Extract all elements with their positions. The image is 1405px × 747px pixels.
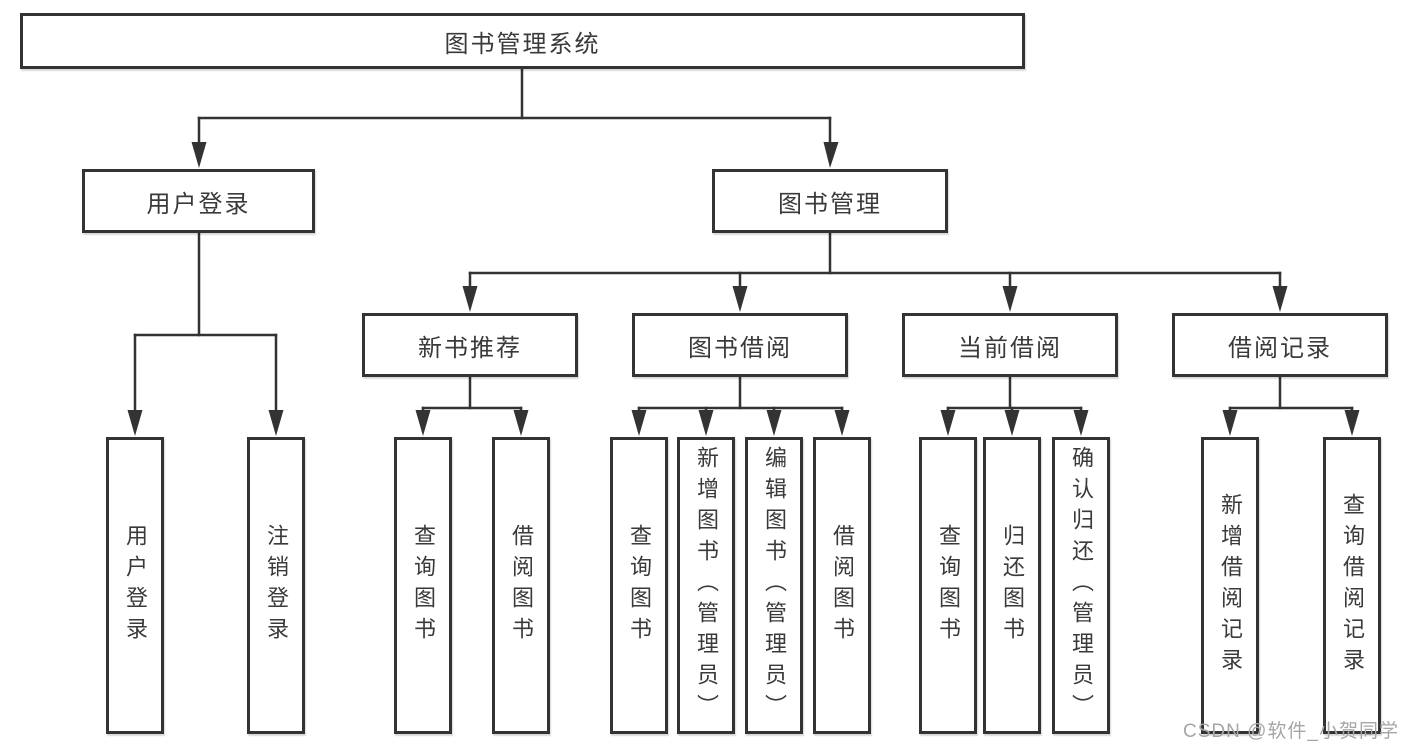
node-borrow-records-label: 借阅记录 [1228,334,1332,362]
leaf-query-books-borrow: 查询图书 [610,437,668,734]
node-book-management-label: 图书管理 [778,190,882,218]
leaf-user-login-label: 用户登录 [123,523,148,648]
leaf-return-book-label: 归还图书 [1000,523,1025,648]
leaf-logout-label: 注销登录 [264,523,289,648]
node-new-book-recommend-label: 新书推荐 [418,334,522,362]
node-book-borrow: 图书借阅 [632,313,848,377]
leaf-confirm-return-admin: 确认归还（管理员） [1052,437,1110,734]
node-library-management-system-label: 图书管理系统 [444,30,601,58]
node-book-borrow-label: 图书借阅 [688,334,792,362]
node-book-management: 图书管理 [712,169,948,233]
leaf-user-login: 用户登录 [106,437,164,734]
leaf-query-books-recommend: 查询图书 [394,437,452,734]
leaf-query-books-recommend-label: 查询图书 [411,523,436,648]
node-current-borrow-label: 当前借阅 [958,334,1062,362]
node-library-management-system: 图书管理系统 [20,13,1025,69]
node-user-login: 用户登录 [82,169,315,233]
leaf-edit-book-admin-label: 编辑图书（管理员） [762,446,787,725]
leaf-confirm-return-admin-label: 确认归还（管理员） [1069,446,1094,725]
leaf-borrow-books: 借阅图书 [813,437,871,734]
leaf-borrow-books-recommend: 借阅图书 [492,437,550,734]
node-current-borrow: 当前借阅 [902,313,1118,377]
leaf-query-books-borrow-label: 查询图书 [627,523,652,648]
node-borrow-records: 借阅记录 [1172,313,1388,377]
leaf-logout: 注销登录 [247,437,305,734]
leaf-query-books-current: 查询图书 [919,437,977,734]
leaf-return-book: 归还图书 [983,437,1041,734]
leaf-add-borrow-record: 新增借阅记录 [1201,437,1259,734]
leaf-query-borrow-record-label: 查询借阅记录 [1340,492,1365,679]
leaf-add-borrow-record-label: 新增借阅记录 [1218,492,1243,679]
leaf-query-borrow-record: 查询借阅记录 [1323,437,1381,734]
node-new-book-recommend: 新书推荐 [362,313,578,377]
leaf-borrow-books-label: 借阅图书 [830,523,855,648]
leaf-edit-book-admin: 编辑图书（管理员） [745,437,803,734]
leaf-add-book-admin-label: 新增图书（管理员） [694,446,719,725]
csdn-watermark: CSDN @软件_小贺同学 [1183,721,1399,742]
leaf-add-book-admin: 新增图书（管理员） [677,437,735,734]
leaf-borrow-books-recommend-label: 借阅图书 [509,523,534,648]
node-user-login-label: 用户登录 [146,190,251,218]
leaf-query-books-current-label: 查询图书 [936,523,961,648]
